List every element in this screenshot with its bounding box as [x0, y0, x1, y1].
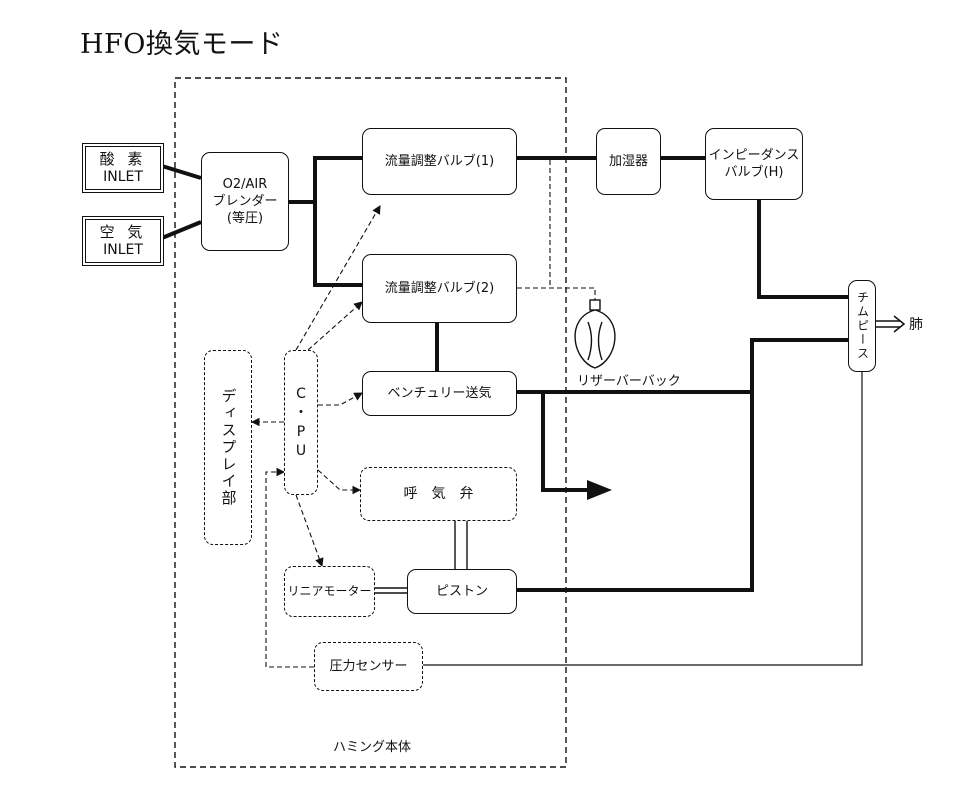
main-unit-boundary — [174, 77, 567, 768]
flow-valve-1: 流量調整バルブ(1) — [362, 128, 517, 195]
t-piece: チムピース — [848, 280, 876, 372]
reservoir-links — [517, 160, 596, 300]
pressure-sensor: 圧力センサー — [314, 642, 423, 691]
pressure-sense-line — [423, 372, 863, 666]
main-unit-label: ハミング本体 — [333, 740, 412, 755]
lung-arrow — [876, 315, 906, 333]
piston-valve-link — [375, 521, 468, 594]
flow-valve-2: 流量調整バルブ(2) — [362, 254, 517, 323]
impedance-valve: インピーダンス バルブ(H) — [705, 128, 803, 200]
display-unit: ディスプレイ部 — [204, 350, 252, 545]
exhalation-valve: 呼 気 弁 — [360, 467, 517, 521]
air-inlet-sub: INLET — [103, 242, 143, 258]
gas-lines — [161, 156, 848, 592]
air-inlet-label: 空 気 — [99, 223, 147, 241]
oxygen-inlet-sub: INLET — [103, 169, 143, 185]
o2-air-blender: O2/AIR ブレンダー (等圧) — [201, 152, 289, 251]
reservoir-bag-icon — [574, 299, 616, 369]
cpu: C ・ P U — [284, 350, 318, 495]
pressure-feedback-line — [265, 467, 314, 668]
piston: ピストン — [407, 569, 517, 614]
oxygen-inlet: 酸 素 INLET — [82, 143, 164, 193]
reservoir-bag-label: リザーバーバック — [577, 374, 681, 389]
exhaust-arrow — [587, 480, 612, 500]
air-inlet: 空 気 INLET — [82, 216, 164, 266]
page-title: HFO換気モード — [80, 29, 284, 60]
venturi-supply: ベンチュリー送気 — [362, 371, 517, 416]
lung-label: 肺 — [909, 317, 923, 333]
humidifier: 加湿器 — [596, 128, 661, 195]
oxygen-inlet-label: 酸 素 — [99, 150, 147, 168]
linear-motor: リニアモーター — [284, 566, 375, 617]
cpu-control-lines — [250, 205, 381, 568]
